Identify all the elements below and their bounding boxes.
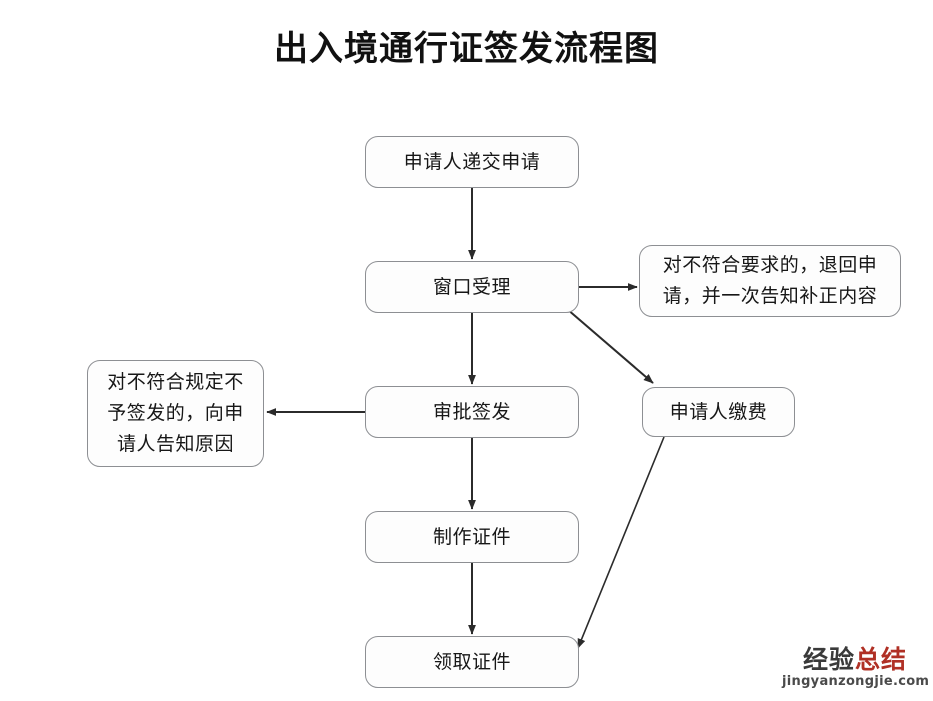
node-approval-issuance[interactable]: 审批签发 xyxy=(365,386,579,438)
node-label: 审批签发 xyxy=(432,401,511,423)
node-submit-application[interactable]: 申请人递交申请 xyxy=(365,136,579,188)
node-label: 对不符合要求的，退回申 请，并一次告知补正内容 xyxy=(662,254,878,307)
watermark-brand-part1: 经验 xyxy=(802,645,855,674)
node-collect-certificate[interactable]: 领取证件 xyxy=(365,636,579,688)
node-applicant-payment[interactable]: 申请人缴费 xyxy=(642,387,795,437)
edge-accept-to-pay xyxy=(566,308,654,384)
page-title: 出入境通行证签发流程图 xyxy=(274,29,659,69)
node-label: 领取证件 xyxy=(432,651,511,673)
watermark: 经验总结 jingyanzongjie.com xyxy=(782,645,930,695)
node-label: 申请人递交申请 xyxy=(403,151,541,173)
node-label: 窗口受理 xyxy=(432,276,511,298)
node-window-acceptance[interactable]: 窗口受理 xyxy=(365,261,579,313)
node-label: 对不符合规定不 予签发的，向申 请人告知原因 xyxy=(107,371,244,455)
watermark-brand: 经验总结 xyxy=(782,645,928,674)
edge-pay-to-collect xyxy=(577,436,665,649)
node-produce-certificate[interactable]: 制作证件 xyxy=(365,511,579,563)
watermark-brand-part2: 总结 xyxy=(855,645,908,674)
node-label: 申请人缴费 xyxy=(669,401,768,423)
node-refusal-reason-notice[interactable]: 对不符合规定不 予签发的，向申 请人告知原因 xyxy=(87,360,264,467)
node-return-application-notice[interactable]: 对不符合要求的，退回申 请，并一次告知补正内容 xyxy=(639,245,901,317)
node-label: 制作证件 xyxy=(432,526,511,548)
watermark-url: jingyanzongjie.com xyxy=(782,674,930,689)
